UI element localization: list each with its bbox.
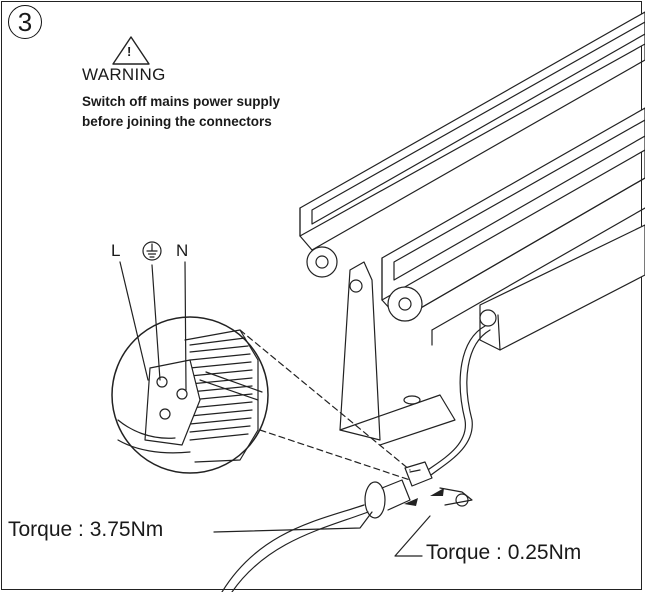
- warning-exclamation-icon: !: [127, 44, 132, 59]
- torque-label-screw: Torque : 0.25Nm: [426, 541, 582, 564]
- driver-cable: [417, 325, 486, 479]
- step-number-badge: 3: [8, 5, 42, 39]
- warning-text-line-1: Switch off mains power supply: [82, 94, 281, 109]
- warning-triangle-icon: [112, 36, 150, 65]
- terminal-label-neutral: N: [176, 241, 189, 260]
- torque-connector-leader: [213, 511, 373, 533]
- terminal-label-live: L: [111, 241, 121, 260]
- driver-box: [479, 224, 645, 351]
- terminal-leaders: [119, 261, 187, 391]
- mounting-bracket: [339, 261, 456, 446]
- supply-cable: [221, 504, 365, 592]
- warning-text-line-2: before joining the connectors: [82, 114, 272, 129]
- arrow-icon: [404, 488, 444, 506]
- warning-title: WARNING: [82, 65, 166, 84]
- end-cap-right: [387, 286, 423, 322]
- earth-ground-icon: [142, 241, 162, 261]
- magnified-connector-detail: [111, 316, 269, 474]
- connector-assembly: [364, 461, 473, 519]
- end-cap-left: [306, 246, 338, 278]
- torque-screw-leader: [394, 515, 431, 557]
- zoom-callout-lines: [239, 329, 411, 481]
- lamp-bar-back: [299, 11, 645, 251]
- torque-label-connector: Torque : 3.75Nm: [8, 518, 164, 541]
